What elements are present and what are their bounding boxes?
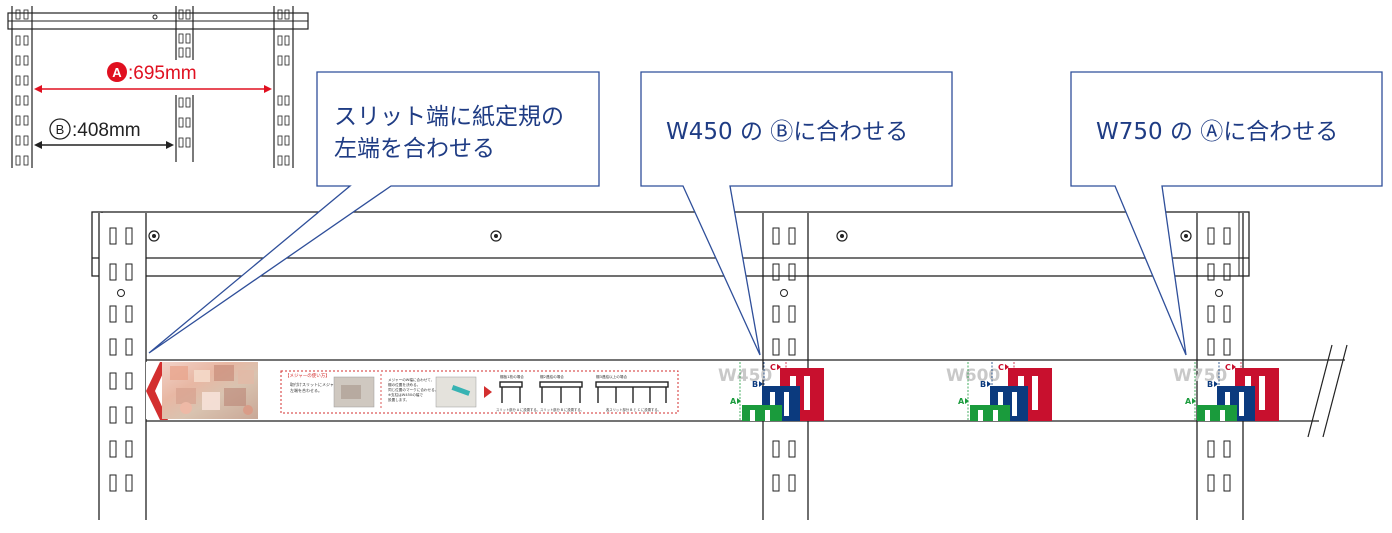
callout-3-text: W750 の Ⓐに合わせる	[1096, 119, 1338, 145]
dimension-b: B :408mm	[34, 118, 174, 149]
dimension-b-badge	[49, 118, 71, 140]
marker-letter-c: C	[1225, 363, 1231, 372]
callout-1: スリット端に紙定規の 左端を合わせる	[148, 71, 600, 354]
marker-letter-b: B	[752, 380, 758, 389]
marker-a-block	[970, 405, 1010, 421]
ruler-box2-line4: ※支柱はW450の幅で	[388, 392, 423, 397]
ruler-frame-title-1: 棚板1枚の場合	[500, 374, 524, 379]
upright-post-right	[1196, 213, 1244, 520]
marker-a-block	[1197, 405, 1237, 421]
dimension-a-badge-letter: A	[112, 65, 122, 80]
marker-width-label: W750	[1173, 366, 1227, 386]
ruler-red-chevron	[146, 362, 168, 420]
ruler-box2-line5: 設置します。	[388, 397, 409, 402]
callout-2-text: W450 の Ⓑに合わせる	[666, 119, 908, 145]
ruler-box2-line2: 棚の位置を決める。	[388, 382, 420, 387]
ruler-frame-3	[595, 381, 669, 403]
ruler-frame-title-2: 棚2連結の場合	[540, 374, 564, 379]
callout-3-box	[1070, 71, 1383, 356]
rail-bolt	[148, 230, 160, 242]
callout-2: W450 の Ⓑに合わせる	[640, 71, 953, 356]
marker-width-label: W450	[718, 366, 772, 386]
marker-letter-c: C	[998, 363, 1004, 372]
callout-1-line-2: 左端を合わせる	[334, 136, 495, 162]
ruler-box-title: 【メジャーの使い方】	[285, 372, 330, 379]
dimension-b-value: :408mm	[72, 120, 141, 141]
upright-post-middle	[762, 213, 809, 520]
inset-post-right	[273, 6, 294, 168]
ruler-frame-1	[499, 381, 523, 403]
ruler-box1-line1: 取付けスリットにメジャーを	[290, 381, 342, 387]
ruler-instruction-box	[280, 370, 679, 414]
ruler-box1-line2: 左端を合わせる。	[290, 387, 322, 393]
dimension-a: A :695mm	[34, 62, 272, 93]
ruler-frame-2	[539, 381, 583, 403]
inset-post-middle-top	[175, 6, 194, 60]
marker-letter-c: C	[770, 363, 776, 372]
marker-a-block	[742, 405, 782, 421]
ruler-photo-collage	[162, 362, 258, 419]
callout-1-box	[148, 71, 600, 354]
rail-bolt	[490, 230, 502, 242]
ruler-frame-note-1: スリット部分 A に設置する。	[496, 407, 540, 412]
break-mark	[1322, 344, 1348, 438]
ruler-box2-line1: メジャーのW幅に合わせて、	[388, 377, 434, 382]
ruler-frame-title-3: 棚3連結以上の場合	[596, 374, 627, 379]
ruler-frame-note-3: 各スリット部分 B と C に設置する。	[606, 407, 661, 412]
dimension-a-value: :695mm	[128, 63, 197, 84]
ruler-thumbnail-2	[435, 376, 477, 408]
callout-3: W750 の Ⓐに合わせる	[1070, 71, 1383, 356]
ruler-arrow-icon	[484, 386, 492, 398]
paper-ruler: 【メジャーの使い方】 取付けスリットにメジャーを 左端を合わせる。 メジャーのW…	[146, 362, 680, 420]
ruler-box2-line3: 同じ位置のマークに合わせる。	[388, 387, 438, 392]
callout-1-line-1: スリット端に紙定規の	[334, 104, 564, 130]
marker-width-label: W600	[946, 366, 1000, 386]
marker-letter-b: B	[1207, 380, 1213, 389]
upright-post-left	[98, 213, 147, 520]
marker-letter-a: A	[958, 397, 965, 406]
marker-letter-a: A	[1185, 397, 1192, 406]
marker-letter-a: A	[730, 397, 737, 406]
marker-letter-b: B	[980, 380, 986, 389]
callout-2-box	[640, 71, 953, 356]
break-mark	[1307, 344, 1333, 438]
dimension-b-badge-letter: B	[56, 122, 65, 137]
main-shelf: 【メジャーの使い方】 取付けスリットにメジャーを 左端を合わせる。 メジャーのW…	[91, 211, 1348, 520]
rail-bolt	[836, 230, 848, 242]
inset-post-middle-bottom	[175, 95, 194, 162]
rail-bolt	[1180, 230, 1192, 242]
inset-diagram: A :695mm B :408mm	[7, 6, 309, 168]
inset-post-left	[11, 6, 33, 168]
ruler-frame-note-2: スリット部分 B に設置する。	[540, 407, 584, 412]
dimension-a-badge	[107, 62, 127, 82]
